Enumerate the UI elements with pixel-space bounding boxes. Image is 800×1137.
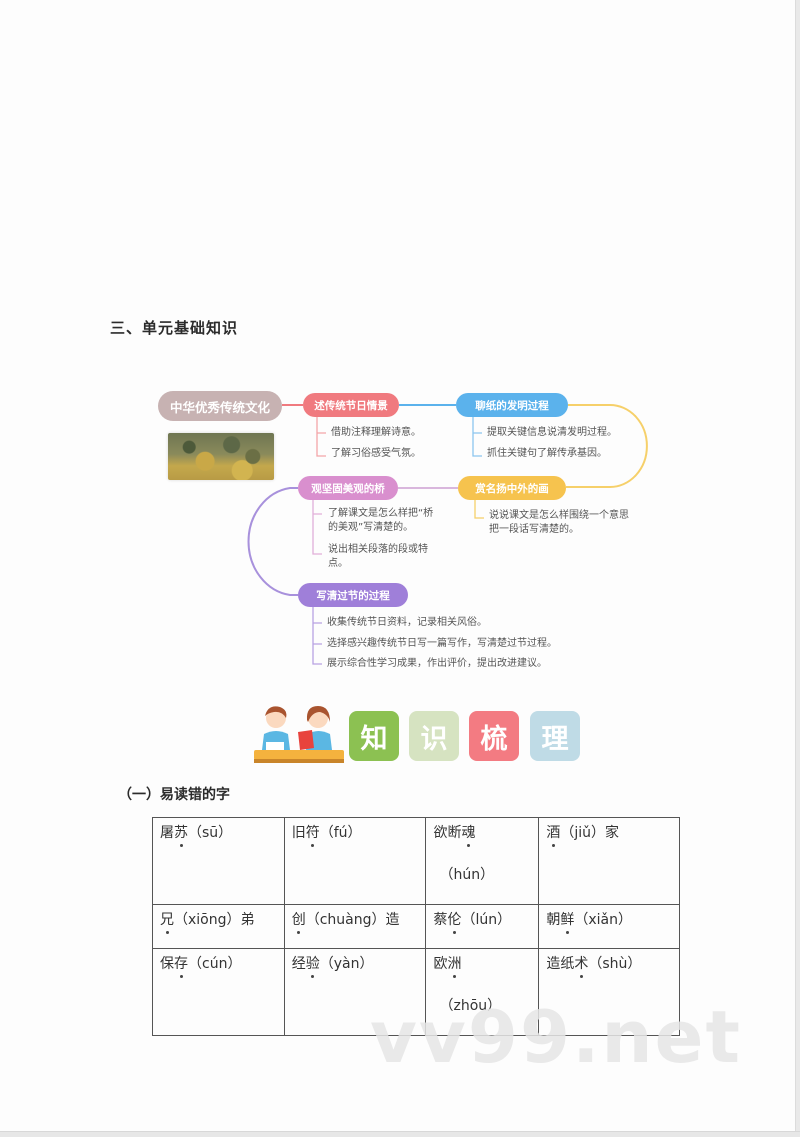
table-cell: 酒（jiǔ）家 — [538, 817, 680, 905]
mind-map-node: 聊纸的发明过程 — [456, 393, 568, 417]
mind-map-node: 写清过节的过程 — [298, 583, 408, 607]
subsection-title: （一）易读错的字 — [118, 787, 230, 803]
mind-map-node: 述传统节日情景 — [303, 393, 399, 417]
mind-map-leaf: 收集传统节日资料，记录相关风俗。 — [327, 617, 487, 628]
table-cell: 屠苏（sū） — [152, 817, 285, 905]
section-title: 三、单元基础知识 — [110, 319, 239, 337]
table-cell: 蔡伦（lún） — [425, 904, 540, 949]
table-cell: 造纸术（shù） — [538, 948, 680, 1036]
table-cell: 欧洲（zhōu） — [425, 948, 540, 1036]
mind-map-leaf: 提取关键信息说清发明过程。 — [487, 427, 617, 438]
students-reading-illustration — [254, 706, 344, 763]
mind-map-leaf: 点。 — [328, 558, 348, 569]
page-edge — [795, 0, 800, 1137]
table-cell: 欲断魂（hún） — [425, 817, 540, 905]
mind-map: 中华优秀传统文化 述传统节日情景 借助注释理解诗意。 了解习俗感受气氛。 聊纸的… — [158, 391, 648, 669]
mind-map-leaf: 说出相关段落的段或特 — [328, 544, 428, 555]
mind-map-leaf: 了解课文是怎么样把“桥 — [328, 508, 434, 519]
table-cell: 保存（cún） — [152, 948, 285, 1036]
mind-map-leaf: 选择感兴趣传统节日写一篇写作，写清楚过节过程。 — [327, 638, 557, 649]
banner-tile: 知 — [349, 711, 399, 761]
table-cell: 创（chuàng）造 — [283, 904, 427, 949]
table-row: 屠苏（sū） 旧符（fú） 欲断魂（hún） 酒（jiǔ）家 — [152, 817, 680, 905]
table-cell: 经验（yàn） — [283, 948, 427, 1036]
table-row: 兄（xiōng）弟 创（chuàng）造 蔡伦（lún） 朝鲜（xiǎn） — [152, 904, 680, 949]
mind-map-leaf: 把一段话写清楚的。 — [489, 524, 579, 535]
mind-map-leaf: 展示综合性学习成果，作出评价，提出改进建议。 — [327, 658, 547, 669]
mind-map-root: 中华优秀传统文化 — [158, 391, 282, 421]
table-row: 保存（cún） 经验（yàn） 欧洲（zhōu） 造纸术（shù） — [152, 948, 680, 1036]
mind-map-leaf: 借助注释理解诗意。 — [331, 427, 421, 438]
painting-image — [168, 433, 274, 480]
mind-map-node: 观坚固美观的桥 — [298, 476, 398, 500]
mind-map-leaf: 的美观”写清楚的。 — [328, 522, 414, 533]
table-cell: 朝鲜（xiǎn） — [538, 904, 680, 949]
page-edge — [0, 1131, 800, 1137]
table-cell: 兄（xiōng）弟 — [152, 904, 285, 949]
banner-tile: 理 — [530, 711, 580, 761]
mind-map-node: 赏名扬中外的画 — [458, 476, 566, 500]
mind-map-connectors — [247, 404, 648, 665]
word-table: 屠苏（sū） 旧符（fú） 欲断魂（hún） 酒（jiǔ）家 兄（xiōng）弟… — [152, 817, 680, 1036]
banner-tile: 识 — [409, 711, 459, 761]
mind-map-leaf: 说说课文是怎么样围绕一个意思 — [489, 510, 629, 521]
banner-tile: 梳 — [469, 711, 519, 761]
mind-map-leaf: 抓住关键句了解传承基因。 — [487, 448, 607, 459]
table-cell: 旧符（fú） — [283, 817, 427, 905]
watermark: vv99.net — [370, 995, 742, 1079]
mind-map-leaf: 了解习俗感受气氛。 — [331, 448, 421, 459]
